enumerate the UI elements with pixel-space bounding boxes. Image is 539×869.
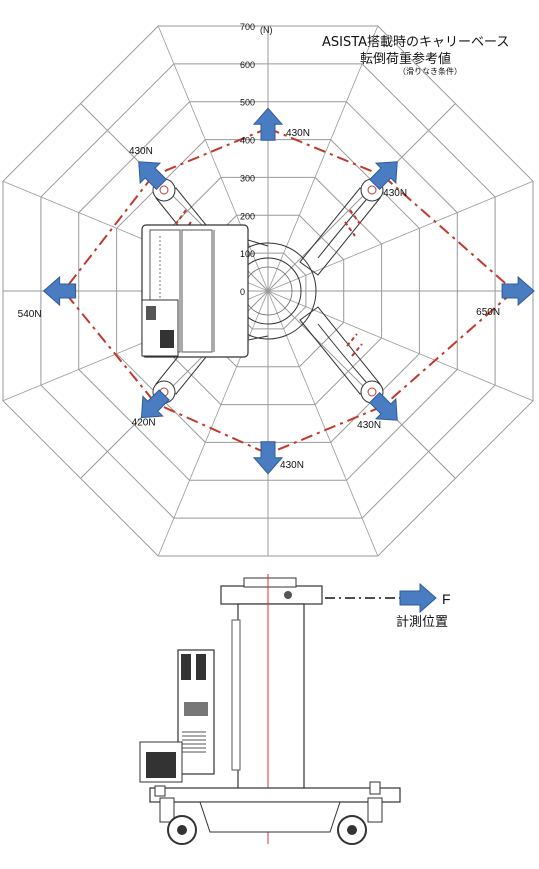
measurement-position-label: 計測位置	[396, 614, 448, 630]
tick-label: 200	[240, 211, 255, 221]
tick-label: 500	[240, 98, 255, 108]
tick-label: 700	[240, 22, 255, 32]
load-arrow-se	[368, 391, 398, 421]
tick-label: 600	[240, 60, 255, 70]
carry-base-side-view: F 計測位置	[139, 574, 451, 845]
load-label-e: 650N	[476, 307, 500, 318]
caster-left	[159, 797, 197, 845]
load-label-n: 430N	[286, 128, 310, 139]
title-line-3: （滑りなき条件）	[398, 67, 462, 76]
title-line-1: ASISTA搭載時のキャリーベース	[322, 35, 510, 50]
caster-right	[337, 797, 383, 845]
load-label-sw: 420N	[132, 417, 156, 428]
load-arrow-n	[252, 107, 284, 141]
load-label-se: 430N	[357, 420, 381, 431]
grid-spoke	[267, 290, 456, 479]
load-arrow-w	[42, 275, 77, 307]
grid-spoke	[267, 103, 456, 292]
load-arrow-e	[501, 275, 535, 307]
load-arrow-s	[252, 441, 284, 475]
load-label-ne: 430N	[383, 188, 407, 199]
load-label-w: 540N	[18, 309, 42, 320]
unit-label: (N)	[260, 25, 273, 35]
radial-tick-labels: 0 100 200 300 400 500 600 700	[240, 22, 255, 297]
load-label-nw: 430N	[129, 146, 153, 157]
load-direction-arrows	[42, 107, 535, 475]
tick-label: 300	[240, 173, 255, 183]
load-arrow-ne	[368, 161, 398, 191]
force-label: F	[442, 591, 451, 607]
load-arrow-sw	[140, 389, 170, 419]
tick-label: 0	[240, 287, 245, 297]
tick-label: 100	[240, 249, 255, 259]
load-label-s: 430N	[280, 460, 304, 471]
force-arrow	[399, 582, 437, 614]
title-line-2: 転倒荷重参考値	[360, 52, 452, 67]
tip-load-boundary	[62, 127, 516, 455]
tick-label: 400	[240, 136, 255, 146]
load-value-labels: 430N 430N 650N 430N 430N 420N 540N 430N	[18, 128, 500, 471]
tip-load-polygon	[62, 127, 516, 455]
load-arrow-nw	[138, 161, 168, 191]
radar-grid	[2, 25, 534, 557]
